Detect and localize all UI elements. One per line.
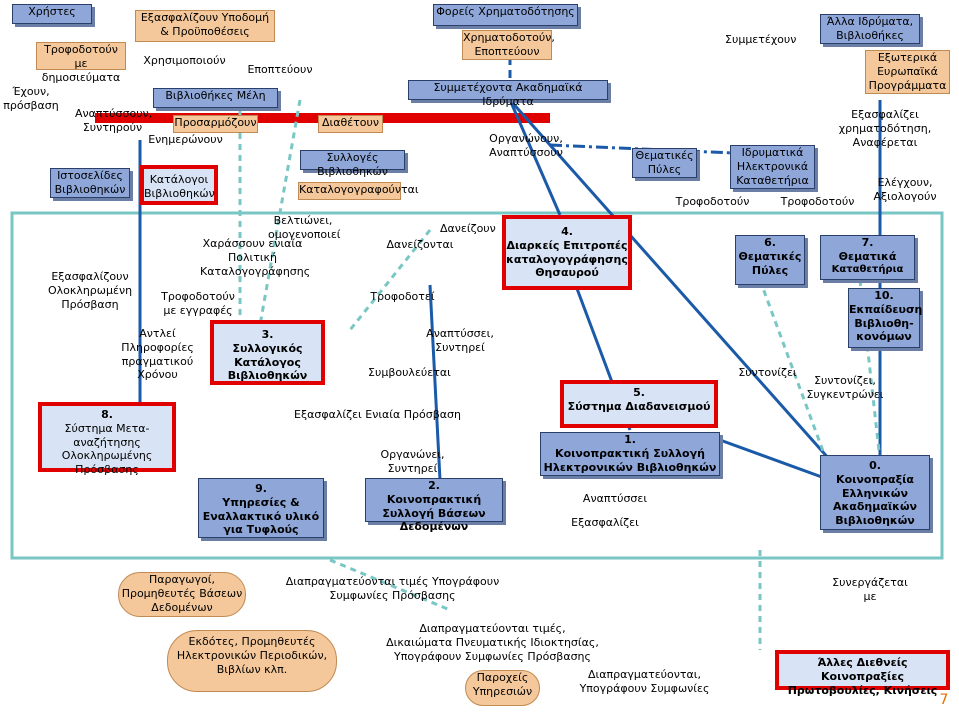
label-borrowed: Δανείζονται	[386, 238, 454, 251]
label-negotiate1: Διαπραγματεύονται τιμές Υπογράφουν Συμφω…	[285, 575, 500, 602]
link-n1-n0	[719, 438, 831, 482]
label-inform: Ενημερώνουν	[148, 133, 223, 146]
label-have-access: Έχουν, πρόσβαση	[3, 85, 59, 112]
label-ensures: Εξασφαλίζει	[571, 516, 639, 529]
label-coordinates: Συντονίζει	[738, 366, 797, 379]
label-develops: Αναπτύσσει	[582, 492, 648, 505]
node-n6: 6.Θεματικές Πύλες	[735, 235, 805, 285]
label-oversee: Εποπτεύουν	[247, 63, 313, 76]
node-available: Διαθέτουν	[318, 115, 383, 133]
node-providers: Παροχείς Υπηρεσιών	[465, 670, 540, 706]
label-negotiate3: Διαπραγματεύονται, Υπογράφουν Συμφωνίες	[579, 668, 710, 695]
label-feed1: Τροφοδοτούν	[675, 195, 750, 208]
node-n1: 1.Κοινοπρακτική Συλλογή Ηλεκτρονικών Βιβ…	[540, 432, 720, 476]
page-number: 7	[939, 692, 949, 708]
node-inst-repos: Ιδρυματικά Ηλεκτρονικά Καταθετήρια	[730, 145, 815, 189]
node-other-intl: Άλλες Διεθνείς Κοινοπραξίες Πρωτοβουλίες…	[775, 650, 950, 697]
node-funders: Φορείς Χρηματοδότησης	[433, 4, 578, 26]
link-participating-n4	[508, 99, 562, 216]
node-member-libs: Βιβλιοθήκες Μέλη	[153, 88, 278, 108]
label-feeds: Τροφοδοτεί	[370, 290, 435, 303]
node-subj-portals: Θεματικές Πύλες	[632, 148, 697, 178]
node-catalogues: Κατάλογοι Βιβλιοθηκών	[140, 165, 218, 205]
node-n4: 4. Διαρκείς Επιτροπές καταλογογράφησης Θ…	[502, 215, 632, 290]
link-oversee-n3	[258, 99, 302, 326]
label-develop-maintain: Αναπτύσσει, Συντηρεί	[426, 327, 494, 354]
node-n2: 2.Κοινοπρακτική Συλλογή Βάσεων Δεδομένων	[365, 478, 503, 533]
node-n10: 10.Εκπαίδευση Βιβλιοθη- κονόμων	[848, 288, 922, 348]
node-infra: Εξασφαλίζουν Υποδομή & Προϋποθέσεις	[135, 10, 275, 42]
link-participating-n0	[508, 99, 832, 461]
label-draw-policy: Χαράσσουν ενιαία Πολιτική Καταλογογράφησ…	[200, 237, 311, 278]
label-feed-records: Τροφοδοτούν με εγγραφές	[161, 290, 235, 317]
label-advised: Συμβουλεύεται	[368, 366, 451, 379]
label-ensure-unified: Εξασφαλίζει Ενιαία Πρόσβαση	[294, 408, 461, 421]
node-websites: Ιστοσελίδες Βιβλιοθηκών	[50, 168, 130, 198]
node-users: Χρήστες	[12, 4, 92, 24]
node-n5: 5. Σύστημα Διαδανεισμού	[560, 380, 718, 428]
node-participating: Συμμετέχοντα Ακαδημαϊκά Ιδρύματα	[408, 80, 608, 108]
node-feed-pub: Τροφοδοτούν με δημοσιεύματα	[36, 42, 126, 84]
node-n3: 3. Συλλογικός Κατάλογος Βιβλιοθηκών	[210, 320, 325, 385]
label-draw-info: Αντλεί Πληροφορίες πραγματικού Χρόνου	[121, 327, 194, 382]
label-use: Χρησιμοποιούν	[143, 54, 226, 67]
node-fund-oversee: Χρηματοδοτούν, Εποπτεύουν	[462, 30, 555, 60]
node-producers: Παραγωγοί, Προμηθευτές Βάσεων Δεδομένων	[118, 572, 246, 617]
node-n9: 9.Υπηρεσίες & Εναλλακτικό υλικό για Τυφλ…	[198, 478, 324, 538]
link-n3-n2	[428, 284, 442, 481]
label-develop: Αναπτύσσουν, Συντηρούν	[75, 107, 153, 134]
link-n6-n0	[758, 279, 832, 471]
label-ensure-integrated: Εξασφαλίζουν Ολοκληρωμένη Πρόσβαση	[47, 270, 133, 311]
node-collections: Συλλογές Βιβλιοθηκών	[300, 150, 405, 178]
label-cooperates: Συνεργάζεται με	[832, 576, 908, 603]
label-negotiate2: Διαπραγματεύονται τιμές, Δικαιώματα Πνευ…	[386, 622, 599, 663]
node-eu-prog: Εξωτερικά Ευρωπαϊκά Προγράμματα	[865, 50, 950, 94]
label-evaluated: Ελέγχουν, Αξιολογούν	[873, 176, 937, 203]
node-other-inst: Άλλα Ιδρύματα, Βιβλιοθήκες	[820, 14, 920, 44]
node-publishers: Εκδότες, Προμηθευτές Ηλεκτρονικών Περιοδ…	[167, 630, 337, 692]
label-participate: Συμμετέχουν	[725, 33, 797, 46]
label-organize-maintain: Οργανώνει, Συντηρεί	[380, 448, 445, 475]
label-organize: Οργανώνουν, Αναπτύσσουν	[489, 132, 563, 159]
node-adapt: Προσαρμόζουν	[173, 115, 258, 133]
node-n8: 8. Σύστημα Μετα-αναζήτησης Ολοκληρωμένης…	[38, 402, 176, 476]
label-coordinate-centralize: Συντονίζει, Συγκεντρώνει	[806, 374, 884, 401]
main-frame	[10, 211, 944, 560]
label-improve: Βελτιώνει, ομογενοποιεί	[268, 214, 341, 241]
link-n7-n0	[858, 279, 882, 461]
label-ensure-fund: Εξασφαλίζει χρηματοδότηση, Αναφέρεται	[838, 108, 932, 149]
node-n0: 0.Κοινοπραξία Ελληνικών Ακαδημαϊκών Βιβλ…	[820, 455, 930, 530]
label-feed2: Τροφοδοτούν	[780, 195, 855, 208]
node-catalogued: Καταλογογραφούνται	[298, 182, 419, 200]
label-lend: Δανείζουν	[440, 222, 496, 235]
